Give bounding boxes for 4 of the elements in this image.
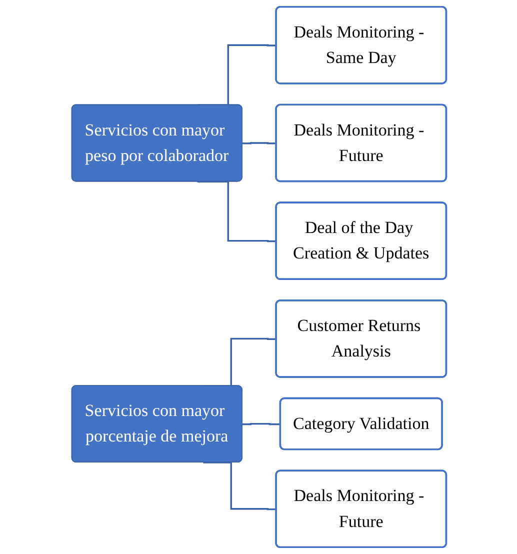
connector <box>242 422 280 426</box>
connector <box>202 462 276 510</box>
connector <box>242 142 276 144</box>
connector <box>196 180 276 242</box>
